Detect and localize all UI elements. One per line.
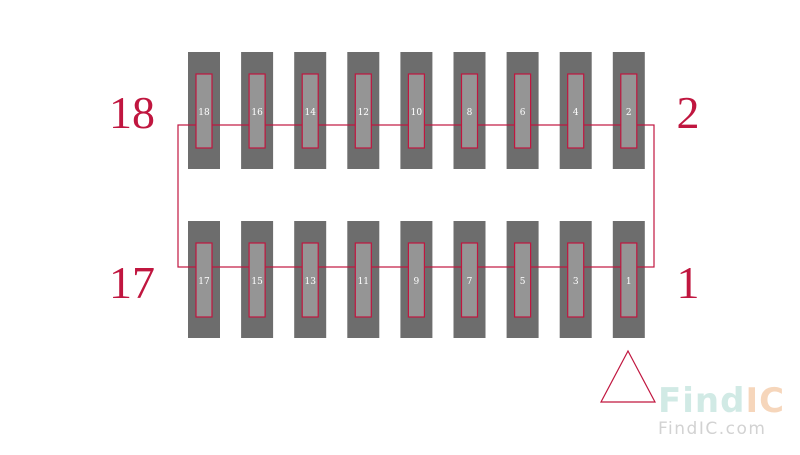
- pin-label-12: 12: [358, 108, 369, 118]
- pin-outline-3: [567, 242, 585, 318]
- pin-outline-4: [567, 73, 585, 149]
- corner-label-bottom-right: 1: [677, 257, 700, 308]
- pin-label-14: 14: [304, 108, 316, 118]
- pin-outline-15: [248, 242, 266, 318]
- pin-label-18: 18: [198, 108, 210, 118]
- watermark: FindIC FindIC.com: [658, 381, 785, 439]
- pins-layer: 18 16 14 12 10 8 6 4 2 17 15 13 11 9 7 5 3 1: [195, 73, 638, 318]
- pin-outline-11: [354, 242, 372, 318]
- pin-label-11: 11: [358, 277, 369, 287]
- pin-label-7: 7: [467, 277, 473, 287]
- pin-label-4: 4: [573, 108, 579, 118]
- pin-label-5: 5: [520, 277, 526, 287]
- corner-label-top-left: 18: [109, 87, 155, 138]
- pin-outline-18: [195, 73, 213, 149]
- pin-outline-16: [248, 73, 266, 149]
- pin-outline-7: [460, 242, 479, 318]
- pin-label-16: 16: [251, 108, 263, 118]
- pin-outline-5: [513, 242, 532, 318]
- corner-label-bottom-left: 17: [109, 257, 155, 308]
- pin-outline-14: [301, 73, 319, 149]
- pin-label-3: 3: [573, 277, 579, 287]
- pin-outline-10: [407, 73, 425, 149]
- pin-outline-17: [195, 242, 213, 318]
- pin-label-8: 8: [467, 108, 473, 118]
- watermark-site: FindIC.com: [658, 419, 766, 439]
- pads-layer: [188, 52, 645, 338]
- watermark-find: Find: [658, 381, 745, 421]
- pin-label-15: 15: [251, 277, 263, 287]
- pin-label-17: 17: [198, 277, 210, 287]
- pin-label-13: 13: [304, 277, 316, 287]
- pin-outline-9: [407, 242, 425, 318]
- pin-outline-8: [460, 73, 479, 149]
- pin-outline-6: [513, 73, 532, 149]
- watermark-ic: IC: [745, 381, 785, 421]
- pin-outline-13: [301, 242, 319, 318]
- corner-label-top-right: 2: [677, 87, 700, 138]
- pin-label-6: 6: [520, 108, 526, 118]
- triangle-icon: [600, 349, 656, 403]
- svg-text:FindIC: FindIC: [658, 381, 785, 421]
- pin-label-9: 9: [414, 277, 420, 287]
- pin-outline-1: [620, 242, 638, 318]
- pin-label-2: 2: [626, 108, 632, 118]
- pin-label-10: 10: [411, 108, 423, 118]
- pin-outline-12: [354, 73, 372, 149]
- pin-outline-2: [620, 73, 638, 149]
- pin-label-1: 1: [626, 277, 632, 287]
